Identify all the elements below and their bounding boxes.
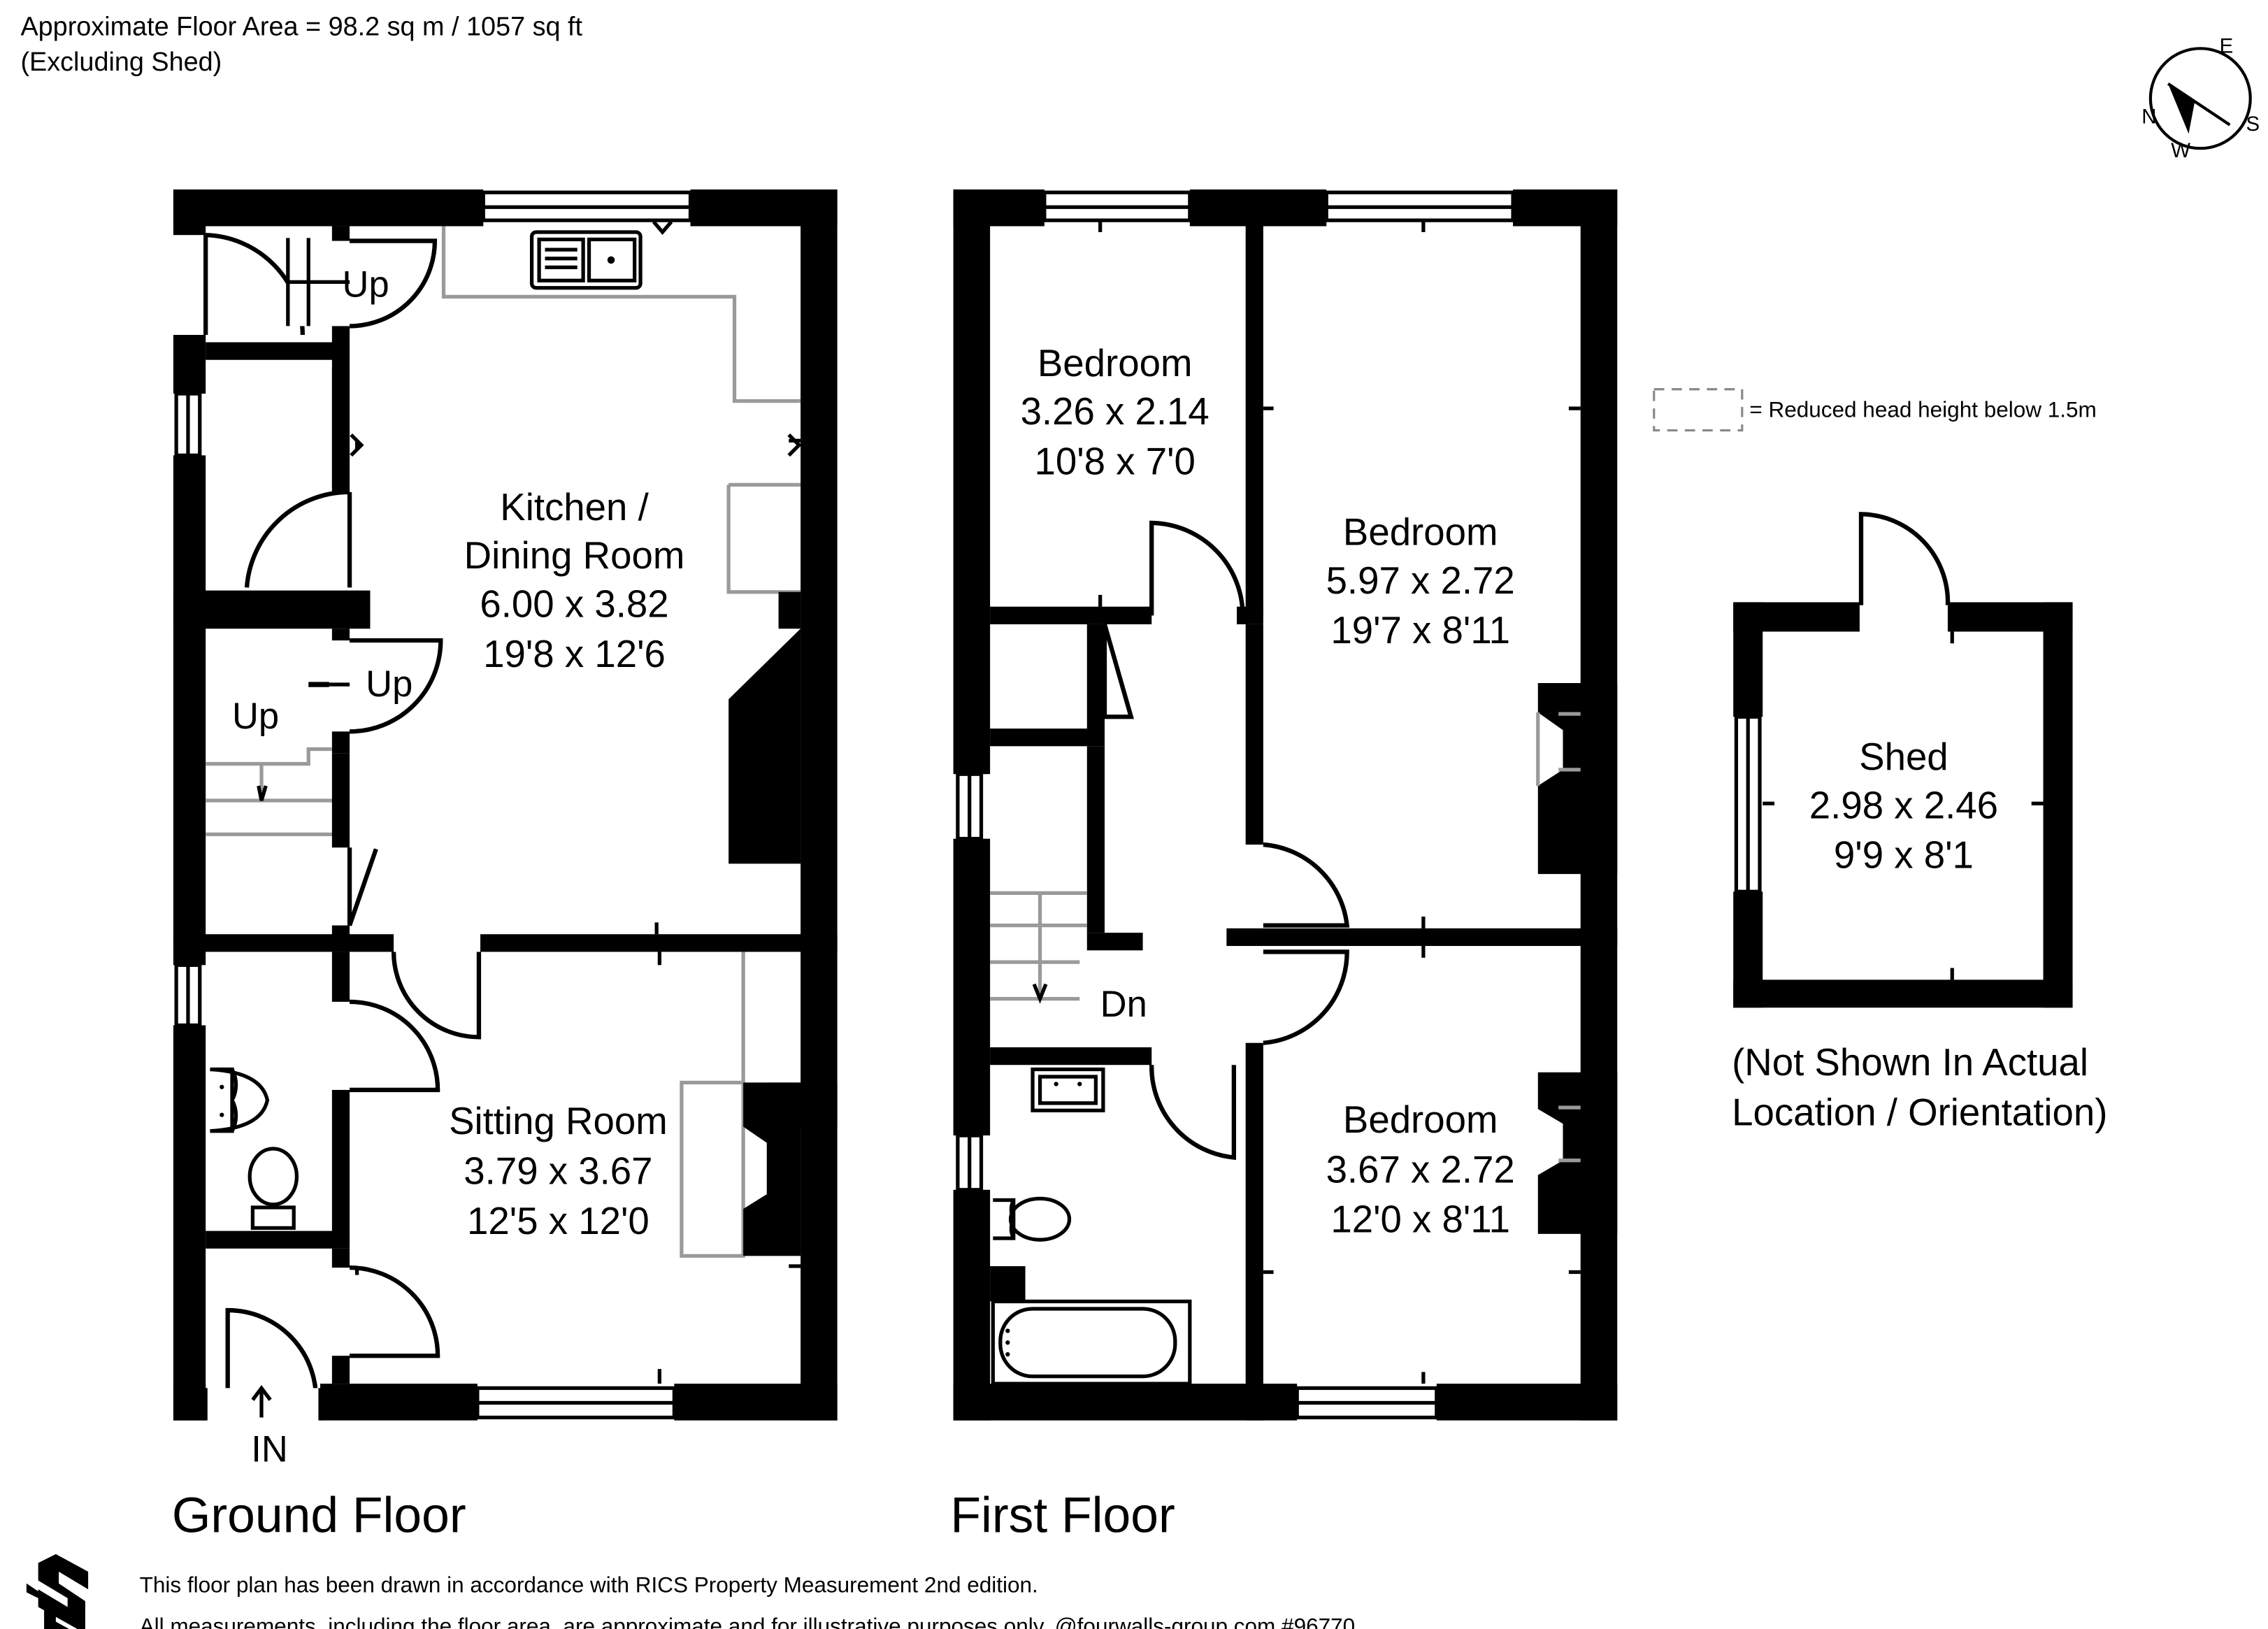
shed-plan (1733, 512, 2073, 1008)
compass-e-label: E (2220, 35, 2234, 58)
fourwalls-logo (26, 1553, 89, 1629)
sitting-room-label: Sitting Room 3.79 x 3.67 12'5 x 12'0 (449, 1100, 668, 1242)
compass-w-label: W (2171, 139, 2190, 162)
reduced-height-swatch (1653, 388, 1744, 432)
compass-s-label: S (2246, 113, 2260, 136)
first-floor-title: First Floor (950, 1487, 1175, 1543)
svg-text:Kitchen /: Kitchen / (500, 486, 649, 529)
svg-text:(Not Shown In Actual: (Not Shown In Actual (1732, 1041, 2088, 1084)
svg-text:Shed: Shed (1859, 735, 1948, 778)
svg-text:Bedroom: Bedroom (1343, 1098, 1498, 1141)
shed-label: Shed 2.98 x 2.46 9'9 x 8'1 (1809, 735, 1998, 877)
legend: = Reduced head height below 1.5m (1653, 388, 2097, 432)
svg-text:3.67 x 2.72: 3.67 x 2.72 (1326, 1148, 1515, 1191)
bedroom-lower-label: Bedroom 3.67 x 2.72 12'0 x 8'11 (1326, 1098, 1515, 1241)
shed-note: (Not Shown In Actual Location / Orientat… (1732, 1041, 2107, 1133)
kitchen-label: Kitchen / Dining Room 6.00 x 3.82 19'8 x… (464, 486, 685, 675)
stairs-up-label-3: Up (232, 696, 279, 737)
svg-text:12'0 x 8'11: 12'0 x 8'11 (1330, 1198, 1510, 1241)
stairs-down-label: Dn (1100, 984, 1147, 1025)
svg-text:Dining Room: Dining Room (464, 534, 685, 577)
svg-text:Bedroom: Bedroom (1038, 342, 1193, 385)
floor-area-note: (Excluding Shed) (20, 48, 222, 77)
svg-text:6.00 x 3.82: 6.00 x 3.82 (480, 582, 668, 625)
compass-icon: N E S W (2141, 35, 2260, 162)
footer-line-1: This floor plan has been drawn in accord… (140, 1572, 1038, 1597)
svg-text:9'9 x 8'1: 9'9 x 8'1 (1834, 834, 1974, 877)
bedroom-large-label: Bedroom 5.97 x 2.72 19'7 x 8'11 (1326, 510, 1515, 652)
svg-text:19'7 x 8'11: 19'7 x 8'11 (1330, 609, 1510, 652)
stairs-up-label-1: Up (343, 264, 389, 305)
floor-area-text: Approximate Floor Area = 98.2 sq m / 105… (20, 12, 582, 41)
svg-text:19'8 x 12'6: 19'8 x 12'6 (483, 633, 666, 675)
svg-text:10'8 x 7'0: 10'8 x 7'0 (1035, 440, 1196, 483)
svg-text:2.98 x 2.46: 2.98 x 2.46 (1809, 784, 1998, 826)
svg-text:Bedroom: Bedroom (1343, 510, 1498, 553)
svg-text:5.97 x 2.72: 5.97 x 2.72 (1326, 559, 1515, 602)
svg-text:3.79 x 3.67: 3.79 x 3.67 (464, 1149, 652, 1192)
compass-n-label: N (2141, 105, 2156, 128)
svg-text:3.26 x 2.14: 3.26 x 2.14 (1021, 390, 1210, 433)
svg-text:Location / Orientation): Location / Orientation) (1732, 1091, 2107, 1133)
entrance-label: IN (251, 1428, 288, 1470)
ground-floor-title: Ground Floor (172, 1487, 466, 1543)
first-floor-plan: Dn First Floor (950, 189, 1618, 1543)
stairs-up-label-2: Up (366, 663, 412, 705)
svg-text:12'5 x 12'0: 12'5 x 12'0 (467, 1200, 649, 1242)
footer-line-2: All measurements, including the floor ar… (140, 1613, 1356, 1629)
svg-text:Sitting Room: Sitting Room (449, 1100, 668, 1142)
legend-text: = Reduced head height below 1.5m (1749, 397, 2096, 422)
bedroom-small-label: Bedroom 3.26 x 2.14 10'8 x 7'0 (1021, 342, 1210, 483)
ground-floor-plan: Up Up Up (172, 189, 838, 1543)
